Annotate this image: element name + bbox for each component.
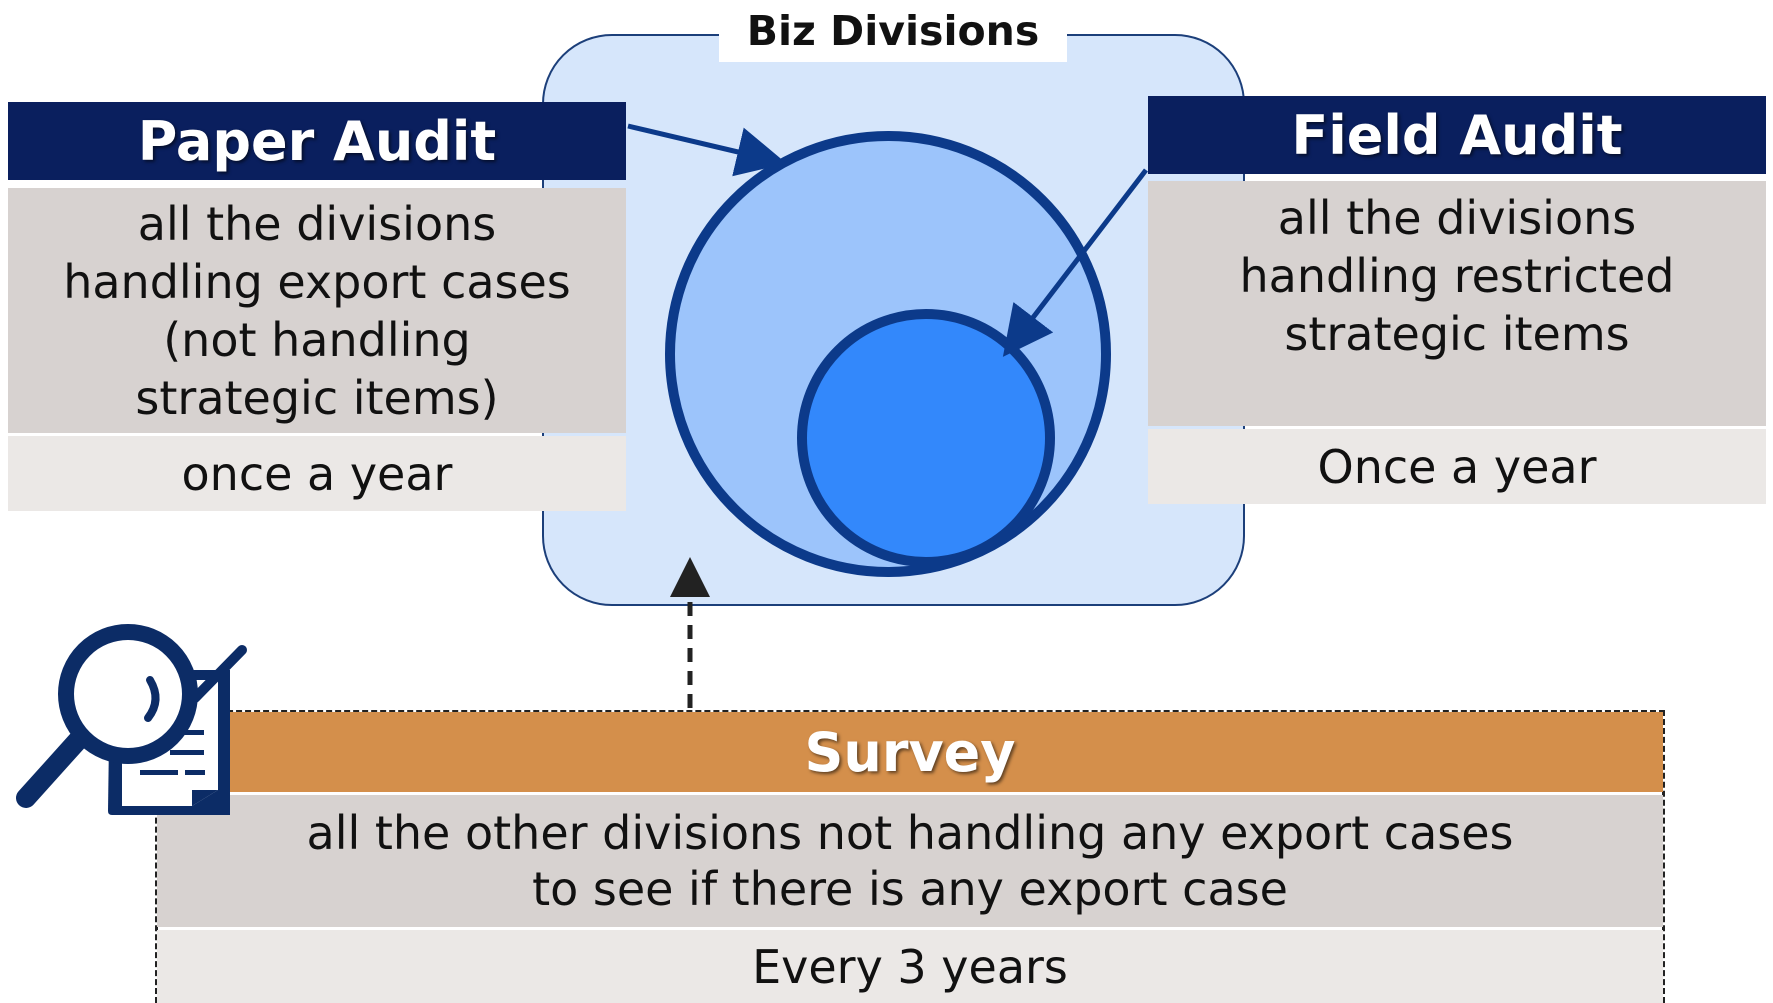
magnifier-document-icon [16, 624, 247, 815]
paper-audit-title: Paper Audit [8, 102, 626, 180]
survey-scope: all the other divisions not handling any… [157, 795, 1663, 927]
biz-divisions-title: Biz Divisions [719, 0, 1067, 62]
field-audit-title: Field Audit [1148, 96, 1766, 174]
paper-audit-frequency: once a year [8, 436, 626, 511]
paper-audit-scope: all the divisions handling export cases … [8, 188, 626, 433]
survey-frequency: Every 3 years [157, 930, 1663, 1003]
inner-circle-strategic-divisions [797, 309, 1055, 567]
survey-title: Survey [157, 712, 1663, 792]
paper-audit-arrow [627, 123, 787, 177]
field-audit-scope: all the divisions handling restricted st… [1148, 181, 1766, 426]
field-audit-arrow [1002, 168, 1148, 357]
field-audit-frequency: Once a year [1148, 429, 1766, 504]
